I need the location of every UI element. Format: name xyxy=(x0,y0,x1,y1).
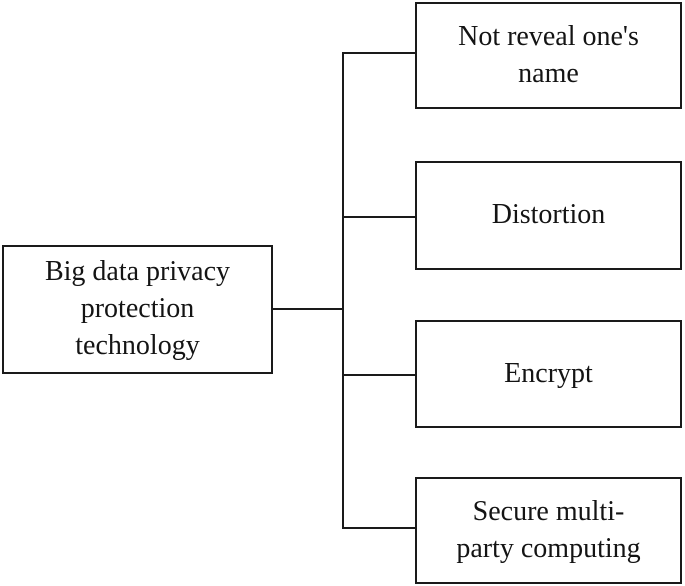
root-node-label: Big data privacy protection technology xyxy=(44,256,231,361)
child-node-label: Encrypt xyxy=(504,357,593,389)
connector-branch-secure-multiparty xyxy=(343,527,416,529)
root-node-big-data-privacy: Big data privacy protection technology xyxy=(2,245,273,374)
connector-spine xyxy=(342,52,344,529)
child-node-encrypt: Encrypt xyxy=(415,320,682,428)
child-node-secure-multiparty: Secure multi- party computing xyxy=(415,477,682,584)
child-node-label: Distortion xyxy=(491,199,606,231)
connector-branch-not-reveal-name xyxy=(343,52,416,54)
connector-branch-distortion xyxy=(343,216,416,218)
child-node-label: Not reveal one's name xyxy=(458,20,639,89)
child-node-not-reveal-name: Not reveal one's name xyxy=(415,2,682,109)
child-node-label: Secure multi- party computing xyxy=(456,495,641,564)
connector-root-to-spine xyxy=(272,308,343,310)
child-node-distortion: Distortion xyxy=(415,161,682,270)
connector-branch-encrypt xyxy=(343,374,416,376)
